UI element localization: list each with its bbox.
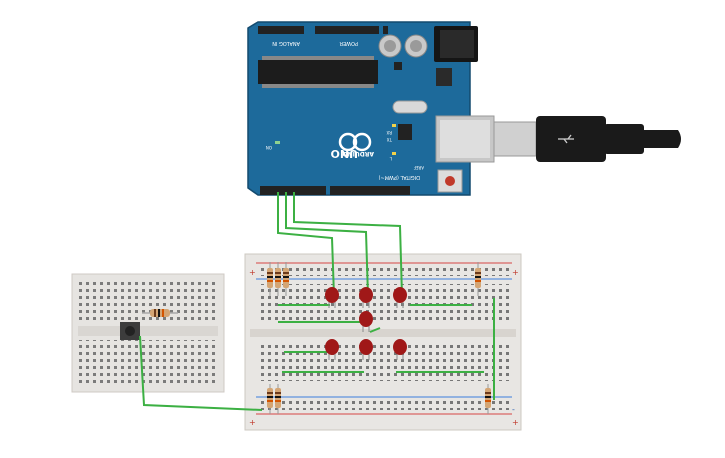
resistor — [283, 262, 289, 296]
usb-cable[interactable] — [493, 116, 681, 162]
mini-resistor — [142, 309, 178, 317]
mini-breadboard[interactable] — [71, 273, 225, 393]
arduino-logo-icon — [352, 132, 372, 152]
aref-label: AREF — [413, 165, 424, 170]
l-led-label: L — [389, 156, 392, 161]
rail-plus-right-bottom: + — [512, 418, 519, 427]
rx-label: RX — [386, 130, 392, 135]
led[interactable] — [359, 339, 373, 360]
resistor — [267, 262, 273, 296]
led[interactable] — [359, 287, 373, 308]
power-label: POWER — [339, 40, 358, 46]
leds[interactable] — [325, 287, 407, 360]
microcontroller-chip — [258, 60, 378, 84]
rail-minus-right-bottom: - — [512, 405, 515, 414]
rail-plus-left-top: + — [249, 268, 256, 277]
digital-pwm-label: DIGITAL (PWM~) — [378, 174, 420, 180]
usb-icon — [558, 134, 574, 144]
wire — [285, 192, 369, 297]
wire — [293, 192, 403, 297]
bottom-power-rail[interactable] — [258, 400, 510, 410]
on-led-label: ON — [266, 145, 272, 150]
top-power-rail[interactable] — [258, 266, 510, 276]
analog-header[interactable] — [258, 26, 304, 34]
resistor — [475, 262, 481, 296]
resistor — [275, 384, 281, 414]
arduino-board[interactable]: UNO ARDUINO DIGITAL (PWM~) ANALOG IN POW… — [247, 21, 495, 196]
led[interactable] — [393, 339, 407, 360]
led[interactable] — [393, 287, 407, 308]
arduino-brand-label: ARDUINO — [343, 150, 374, 157]
lower-terminal-strip[interactable] — [258, 341, 510, 381]
tx-label: TX — [387, 137, 393, 142]
resistor — [485, 384, 491, 414]
analog-in-label: ANALOG IN — [272, 40, 300, 46]
rail-plus-right-top: + — [512, 268, 519, 277]
wires[interactable] — [139, 192, 495, 411]
resistor — [275, 262, 281, 296]
led[interactable] — [325, 339, 339, 360]
rail-plus-left-bottom: + — [249, 418, 256, 427]
wire — [277, 192, 335, 297]
led[interactable] — [359, 311, 373, 332]
resistor — [267, 384, 273, 414]
resistors — [267, 262, 491, 414]
wire — [139, 335, 263, 411]
digital-header-low[interactable] — [260, 186, 326, 195]
power-header[interactable] — [315, 26, 379, 34]
digital-header-high[interactable] — [330, 186, 410, 195]
wire — [369, 327, 381, 333]
led[interactable] — [325, 287, 339, 308]
